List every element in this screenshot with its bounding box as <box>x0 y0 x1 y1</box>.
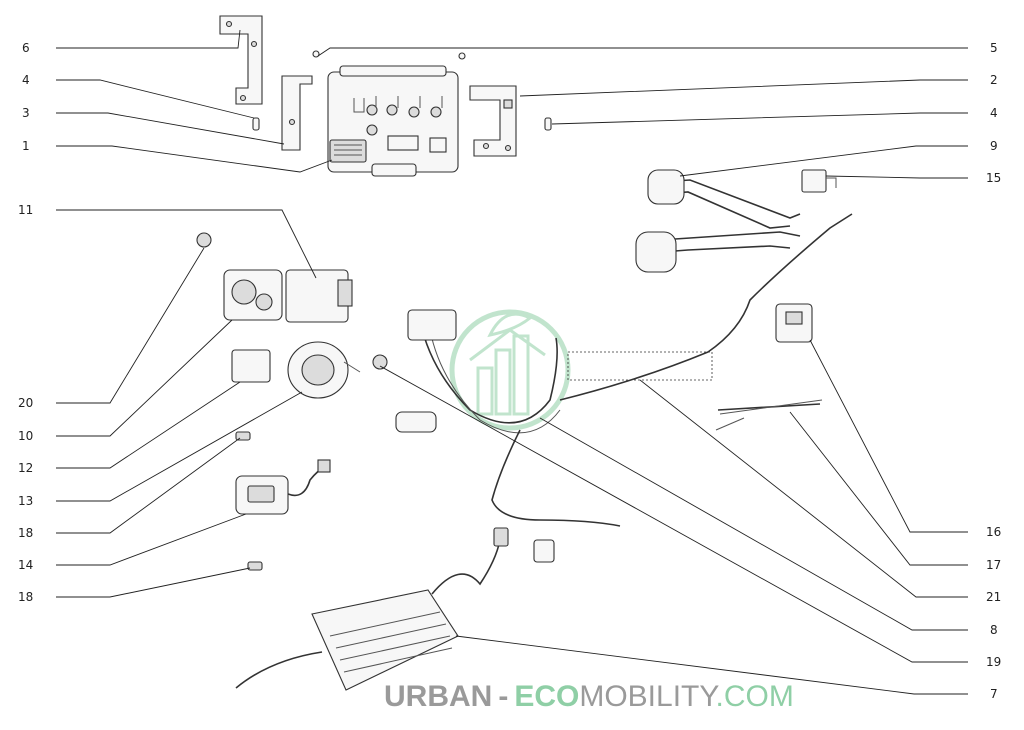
callout-label: 18 <box>18 526 33 540</box>
part-19 <box>372 354 388 370</box>
watermark-logo-icon <box>449 309 571 431</box>
throttle-grips-part <box>635 169 801 273</box>
part-20 <box>196 232 212 248</box>
callout-label: 1 <box>22 139 30 153</box>
charger-part-7 <box>235 527 509 691</box>
part-12 <box>231 349 271 383</box>
callout-label: 9 <box>990 139 998 153</box>
callouts-right: 5 2 4 9 15 16 17 21 8 19 7 <box>986 41 1001 701</box>
controller-part <box>327 65 459 177</box>
callout-label: 18 <box>18 590 33 604</box>
callout-label: 4 <box>22 73 30 87</box>
watermark-eco: ECO <box>514 680 579 713</box>
wiring-harness-part-8 <box>395 213 853 563</box>
part-15 <box>801 169 837 193</box>
part-11 <box>285 269 353 323</box>
watermark-mobility: MOBILITY <box>579 680 719 713</box>
callout-label: 21 <box>986 590 1001 604</box>
callout-label: 13 <box>18 494 33 508</box>
watermark-text: URBAN-ECOMOBILITY.COM <box>384 680 794 713</box>
callout-label: 2 <box>990 73 998 87</box>
callout-label: 8 <box>990 623 998 637</box>
bracket-3-part <box>281 75 313 151</box>
watermark-separator: - <box>498 680 508 713</box>
callout-label: 15 <box>986 171 1001 185</box>
watermark-urban: URBAN <box>384 680 492 713</box>
callout-label: 14 <box>18 558 33 572</box>
callouts-left: 6 4 3 1 11 20 10 12 13 18 14 18 <box>18 41 33 604</box>
leader-lines <box>56 29 968 695</box>
part-14 <box>235 459 331 515</box>
screw-parts <box>252 50 552 131</box>
part-16 <box>775 303 813 343</box>
bracket-2-part <box>469 85 517 157</box>
callout-label: 20 <box>18 396 33 410</box>
callout-label: 12 <box>18 461 33 475</box>
callout-label: 6 <box>22 41 30 55</box>
callout-label: 7 <box>990 687 998 701</box>
bracket-6-part <box>219 15 263 105</box>
horn-part-13 <box>287 341 361 399</box>
callout-label: 3 <box>22 106 30 120</box>
part-10 <box>223 269 283 321</box>
callout-label: 11 <box>18 203 33 217</box>
callout-label: 17 <box>986 558 1001 572</box>
callout-label: 16 <box>986 525 1001 539</box>
part-17 <box>715 399 823 431</box>
callout-label: 10 <box>18 429 33 443</box>
callout-label: 5 <box>990 41 998 55</box>
callout-label: 4 <box>990 106 998 120</box>
watermark-com: .COM <box>716 680 794 713</box>
callout-label: 19 <box>986 655 1001 669</box>
